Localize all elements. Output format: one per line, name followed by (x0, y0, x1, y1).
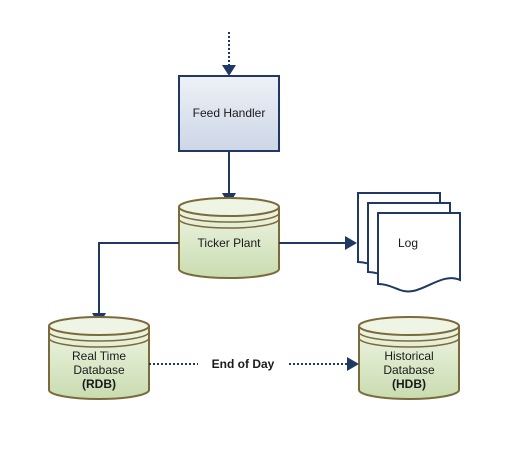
feed-handler-label: Feed Handler (192, 106, 266, 120)
log-label: Log (397, 236, 419, 250)
ticker-to-rdb-arrow (92, 242, 179, 325)
hdb-label: Historical Database (HDB) (359, 349, 459, 391)
ticker-to-log-arrow (279, 236, 357, 250)
feed-handler-box (178, 75, 280, 152)
rdb-label: Real Time Database (RDB) (49, 349, 149, 391)
ticker-plant-cylinder (178, 197, 280, 279)
ticker-plant-label: Ticker Plant (197, 236, 261, 250)
feed-to-ticker-arrow (222, 151, 236, 205)
rdb-cylinder (48, 316, 150, 400)
rdb-label-line3: (RDB) (82, 377, 116, 391)
hdb-label-line2: Database (383, 363, 435, 377)
end-of-day-label: End of Day (198, 356, 288, 372)
end-of-day-arrow (149, 357, 359, 371)
rdb-label-line1: Real Time (71, 349, 127, 363)
incoming-feed-arrow (222, 32, 236, 76)
hdb-label-line1: Historical (384, 349, 434, 363)
rdb-label-line2: Database (73, 363, 125, 377)
hdb-cylinder (358, 316, 460, 400)
log-document-stack (357, 192, 461, 293)
hdb-label-line3: (HDB) (392, 377, 426, 391)
